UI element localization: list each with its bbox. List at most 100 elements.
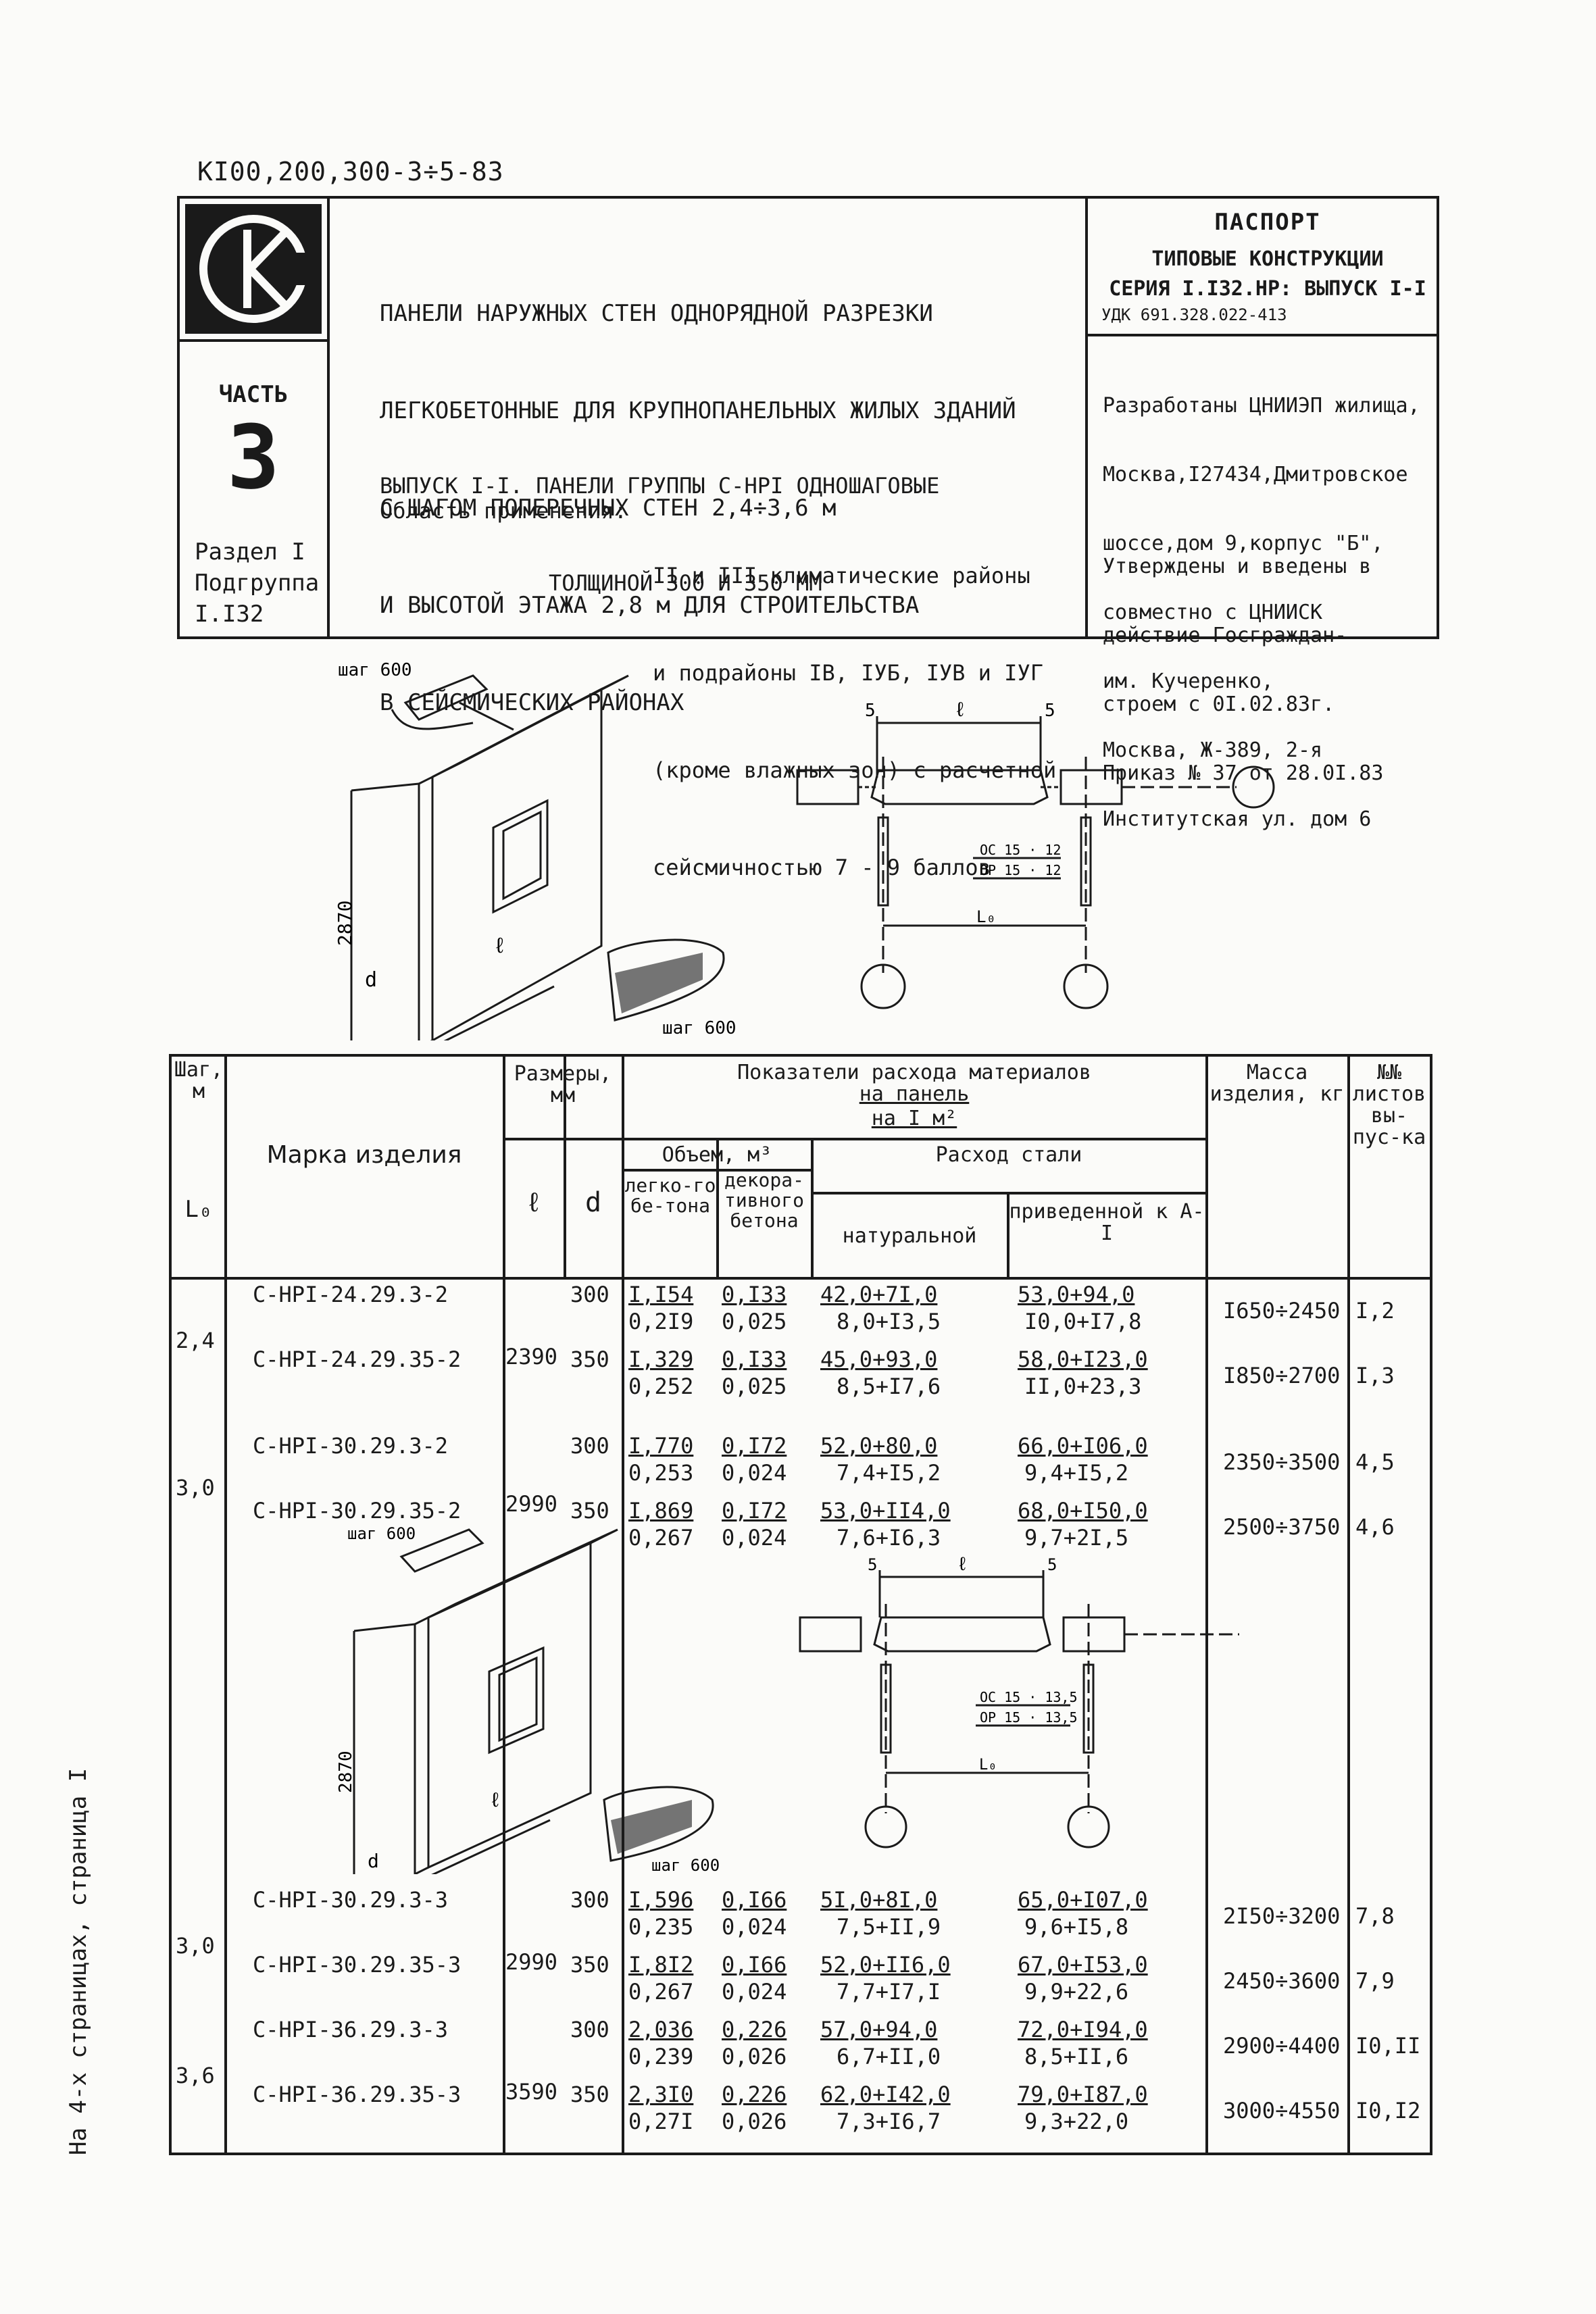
light-concrete-panel: I,8I2 [628, 1952, 694, 1978]
decor-concrete-panel: 0,226 [722, 2017, 787, 2042]
shag-label-bottom-2: шаг 600 [651, 1856, 720, 1874]
sk-logo-icon [185, 204, 322, 334]
sheets-value: I,3 [1355, 1363, 1395, 1388]
light-concrete-m2: 0,2I9 [628, 1309, 694, 1334]
decor-concrete-m2: 0,025 [722, 1309, 787, 1334]
plan2-dim-5-right: 5 [1047, 1557, 1057, 1574]
mass-value: 2450÷3600 [1223, 1968, 1341, 1994]
plan2-dim-l: ℓ [957, 1557, 968, 1575]
col-volume: Объем, м³ [662, 1143, 772, 1167]
steel-reduced-m2: 9,3+22,0 [1024, 2109, 1129, 2134]
steel-natural-m2: 7,5+II,9 [837, 1914, 941, 1940]
part-label: ЧАСТЬ [218, 381, 289, 408]
thickness-value: 350 [570, 2082, 609, 2107]
issue-title: ВЫПУСК I-I. ПАНЕЛИ ГРУППЫ С-НРI ОДНОШАГО… [380, 473, 940, 596]
steel-reduced-m2: 9,7+2I,5 [1024, 1525, 1129, 1551]
steel-reduced-panel: 58,0+I23,0 [1018, 1347, 1148, 1372]
step-value: 3,0 [176, 1475, 215, 1501]
mass-value: 2350÷3500 [1223, 1449, 1341, 1475]
product-mark: С-НРI-24.29.35-2 [253, 1347, 462, 1372]
materials-table: Шаг, м L₀ Марка изделия Размеры, мм ℓ d … [169, 1054, 1432, 2155]
decor-concrete-panel: 0,I33 [722, 1282, 787, 1307]
shag-label-top: шаг 600 [338, 662, 412, 680]
area-label: Область применения: [380, 498, 628, 524]
plan-lo-label: L₀ [976, 907, 996, 926]
thickness-value: 300 [570, 2017, 609, 2042]
developers-info: Разработаны ЦНИИЭП жилища, Москва,I27434… [1103, 394, 1420, 831]
sheets-value: 4,6 [1355, 1514, 1395, 1540]
light-concrete-panel: I,770 [628, 1433, 694, 1459]
decor-concrete-m2: 0,024 [722, 1979, 787, 2005]
thickness-value: 350 [570, 1347, 609, 1372]
length-value: 3590 [505, 2079, 558, 2105]
decor-concrete-panel: 0,I33 [722, 1347, 787, 1372]
plan-op-label: ОР 15 · 12 [980, 862, 1061, 878]
col-decor-concrete: декора-тивного бетона [724, 1169, 804, 1232]
decor-concrete-m2: 0,026 [722, 2109, 787, 2134]
product-mark: С-НРI-36.29.35-3 [253, 2082, 462, 2107]
plan-oc-label: ОС 15 · 12 [980, 842, 1061, 858]
decor-concrete-panel: 0,I66 [722, 1887, 787, 1913]
decor-concrete-m2: 0,024 [722, 1914, 787, 1940]
steel-natural-panel: 62,0+I42,0 [820, 2082, 951, 2107]
height-label-2: 2870 [336, 1751, 356, 1793]
decor-concrete-m2: 0,026 [722, 2044, 787, 2069]
panel-isometric-drawing-1: шаг 600 2870 ℓ d шаг 600 [334, 662, 737, 1040]
product-mark: С-НРI-30.29.3-3 [253, 1887, 448, 1913]
sheets-value: 7,9 [1355, 1968, 1395, 1994]
plan2-op-label: ОР 15 · 13,5 [980, 1709, 1078, 1726]
steel-natural-panel: 52,0+II6,0 [820, 1952, 951, 1978]
plan2-lo-label: L₀ [979, 1757, 997, 1774]
shag-label-top-2: шаг 600 [347, 1524, 416, 1543]
light-concrete-panel: I,869 [628, 1498, 694, 1524]
length-value: 2390 [505, 1344, 558, 1369]
col-l: ℓ [525, 1187, 542, 1218]
col-per-panel: на панель [859, 1082, 970, 1106]
panel-plan-drawing-1: 5 ℓ 5 ОС 15 · 12 ОР 15 · 12 L₀ [796, 698, 1275, 1009]
steel-natural-panel: 52,0+80,0 [820, 1433, 938, 1459]
thickness-value: 300 [570, 1887, 609, 1913]
steel-natural-panel: 42,0+7I,0 [820, 1282, 938, 1307]
product-mark: С-НРI-30.29.35-2 [253, 1498, 462, 1524]
steel-reduced-m2: 8,5+II,6 [1024, 2044, 1129, 2069]
col-sheets: №№ листов вы-пус-ка [1352, 1061, 1426, 1149]
steel-natural-m2: 7,6+I6,3 [837, 1525, 941, 1551]
series-info: ТИПОВЫЕ КОНСТРУКЦИИ СЕРИЯ I.I32.НР: ВЫПУ… [1109, 247, 1426, 301]
decor-concrete-m2: 0,024 [722, 1460, 787, 1486]
shag-label-bottom: шаг 600 [662, 1018, 737, 1038]
col-mass: Масса изделия, кг [1210, 1061, 1345, 1106]
steel-reduced-m2: 9,6+I5,8 [1024, 1914, 1129, 1940]
panel-isometric-drawing-2: шаг 600 2870 ℓ d шаг 600 [336, 1524, 720, 1874]
steel-reduced-panel: 79,0+I87,0 [1018, 2082, 1148, 2107]
mass-value: 2500÷3750 [1223, 1514, 1341, 1540]
thickness-value: 300 [570, 1282, 609, 1307]
steel-natural-m2: 8,0+I3,5 [837, 1309, 941, 1334]
decor-concrete-panel: 0,I72 [722, 1498, 787, 1524]
steel-natural-m2: 7,3+I6,7 [837, 2109, 941, 2134]
steel-reduced-panel: 66,0+I06,0 [1018, 1433, 1148, 1459]
light-concrete-m2: 0,253 [628, 1460, 694, 1486]
steel-reduced-m2: 9,4+I5,2 [1024, 1460, 1129, 1486]
steel-natural-m2: 6,7+II,0 [837, 2044, 941, 2069]
sheets-value: I0,II [1355, 2033, 1421, 2059]
col-d: d [584, 1187, 602, 1218]
height-label: 2870 [334, 901, 356, 946]
steel-reduced-m2: 9,9+22,6 [1024, 1979, 1129, 2005]
steel-reduced-panel: 65,0+I07,0 [1018, 1887, 1148, 1913]
side-note: На 4-х страницах, страница I [65, 1767, 92, 2155]
mass-value: I650÷2450 [1223, 1298, 1341, 1324]
light-concrete-panel: I,596 [628, 1887, 694, 1913]
col-sizes: Размеры, мм [514, 1062, 612, 1107]
plan-dim-5-left: 5 [865, 701, 876, 721]
steel-natural-panel: 57,0+94,0 [820, 2017, 938, 2042]
steel-natural-panel: 45,0+93,0 [820, 1347, 938, 1372]
step-value: 3,6 [176, 2063, 215, 2088]
light-concrete-panel: 2,036 [628, 2017, 694, 2042]
sheets-value: 7,8 [1355, 1903, 1395, 1929]
document-code: КI00,200,300-3÷5-83 [197, 157, 504, 186]
light-concrete-m2: 0,267 [628, 1979, 694, 2005]
steel-reduced-m2: I0,0+I7,8 [1024, 1309, 1142, 1334]
plan-dim-5-right: 5 [1045, 701, 1055, 721]
light-concrete-panel: 2,3I0 [628, 2082, 694, 2107]
steel-reduced-panel: 53,0+94,0 [1018, 1282, 1135, 1307]
